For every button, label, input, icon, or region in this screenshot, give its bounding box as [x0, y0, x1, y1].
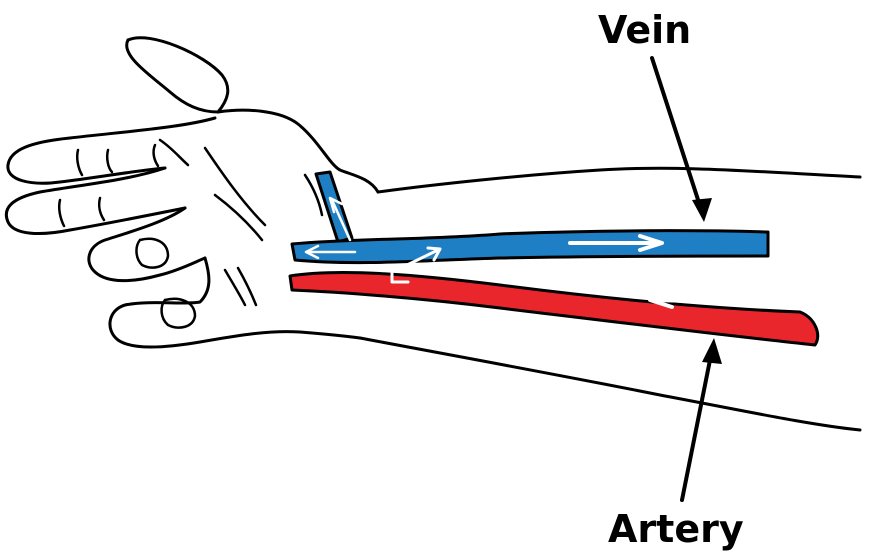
artery-pointer — [682, 338, 722, 500]
palm-line-2 — [215, 195, 262, 240]
knuckle-crease-1 — [77, 150, 82, 175]
forearm-top-outline — [378, 168, 860, 192]
vein-body — [292, 231, 768, 263]
artery-vessel — [290, 273, 818, 345]
thumb-base-outline — [127, 40, 218, 112]
vein-vessel — [292, 172, 768, 263]
artery-label: Artery — [608, 507, 744, 551]
finger-pinky-outline — [110, 258, 360, 347]
knuckle-crease-4 — [59, 200, 64, 226]
forearm-bottom-outline — [360, 338, 860, 430]
artery-body — [290, 273, 818, 345]
finger-index-outline — [8, 118, 215, 183]
pointer-arrowhead-icon — [702, 338, 722, 364]
vein-pointer — [652, 58, 712, 222]
knuckle-crease-5 — [99, 198, 104, 220]
knuckle-crease-2 — [107, 150, 112, 172]
pointer-arrowhead-icon — [692, 198, 712, 222]
vein-label: Vein — [598, 8, 691, 52]
palm-line-1 — [205, 148, 265, 225]
finger-ring-outline — [89, 208, 205, 281]
knuckle-crease-3 — [154, 145, 158, 166]
fingernail-ring — [136, 239, 168, 268]
knuckle-crease-6 — [160, 140, 188, 165]
